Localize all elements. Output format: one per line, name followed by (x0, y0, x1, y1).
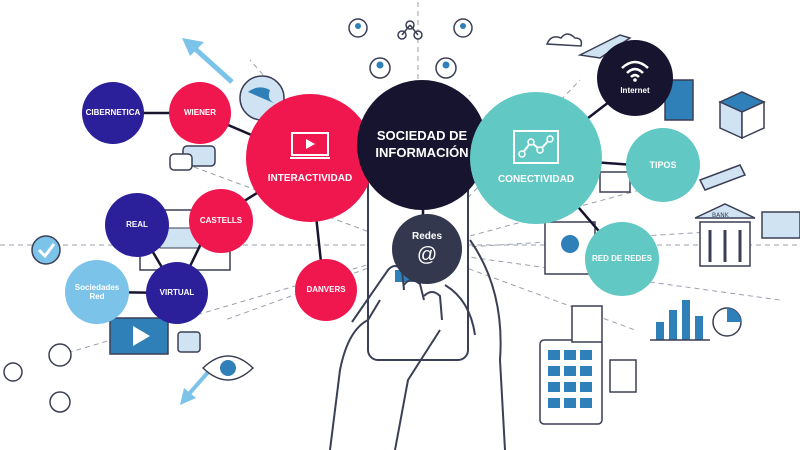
node-interactividad[interactable]: INTERACTIVIDAD (246, 94, 374, 222)
airplane-icon (577, 34, 632, 59)
node-wiener[interactable]: WIENER (169, 82, 231, 144)
arrow-down-left (180, 368, 212, 405)
shopping-basket-icon (599, 171, 631, 193)
credit-card-icon (664, 79, 694, 121)
user-icon-heads (355, 23, 466, 69)
left-user-icons (3, 343, 72, 413)
node-tipos[interactable]: TIPOS (626, 128, 700, 202)
node-wiener-label: WIENER (184, 108, 216, 118)
node-tipos-label: TIPOS (649, 159, 677, 170)
document-icon (609, 359, 637, 393)
video-player-icon (109, 317, 169, 355)
banknote-icon (761, 211, 800, 239)
node-sociedades-red-label: Sociedades Red (74, 282, 120, 301)
node-redes-label: Redes (411, 230, 442, 242)
bank-sign-text: BANK (712, 212, 730, 219)
node-sociedad-de-informacion[interactable]: SOCIEDAD DE INFORMACIÓN (357, 80, 487, 210)
node-virtual[interactable]: VIRTUAL (146, 262, 208, 324)
node-conectividad-label: CONECTIVIDAD (497, 174, 575, 186)
node-internet[interactable]: Internet (597, 40, 673, 116)
arrow-up-left (182, 38, 234, 84)
node-danvers[interactable]: DANVERS (295, 259, 357, 321)
node-internet-label: Internet (620, 86, 650, 96)
wifi-icon (621, 61, 649, 83)
node-conectividad[interactable]: CONECTIVIDAD (470, 92, 602, 224)
cloud-icon (545, 33, 583, 47)
receipt-icon (571, 305, 603, 343)
top-user-icons (348, 18, 473, 79)
video-screen-icon (290, 132, 330, 160)
node-real-label: REAL (126, 220, 148, 230)
node-interactividad-label: INTERACTIVIDAD (267, 173, 353, 185)
eye-icon (201, 355, 255, 381)
node-redes[interactable]: Redes @ (392, 214, 462, 284)
node-cibernetica-label: CIBERNETICA (85, 108, 141, 118)
node-castells-label: CASTELLS (199, 216, 243, 226)
node-sociedades-red[interactable]: Sociedades Red (65, 260, 129, 324)
thumbs-up-icon (177, 331, 201, 353)
node-castells[interactable]: CASTELLS (189, 189, 253, 253)
node-danvers-label: DANVERS (306, 285, 346, 295)
node-red-de-redes-label: RED DE REDES (591, 254, 652, 264)
bank-icon (694, 203, 756, 267)
chat-bubble-icon (169, 145, 216, 171)
node-real[interactable]: REAL (105, 193, 169, 257)
node-cibernetica[interactable]: CIBERNETICA (82, 82, 144, 144)
pie-chart-icon (712, 307, 742, 337)
node-red-de-redes[interactable]: RED DE REDES (585, 222, 659, 296)
calculator-icon (539, 339, 603, 425)
at-sign-icon: @ (416, 244, 438, 267)
pencil-icon (698, 164, 747, 191)
bar-chart-icon (650, 300, 710, 341)
network-chart-icon (513, 130, 559, 165)
center-title: SOCIEDAD DE INFORMACIÓN (375, 128, 469, 160)
cube-icon (718, 91, 766, 140)
check-icon (31, 235, 61, 265)
node-virtual-label: VIRTUAL (159, 288, 195, 298)
